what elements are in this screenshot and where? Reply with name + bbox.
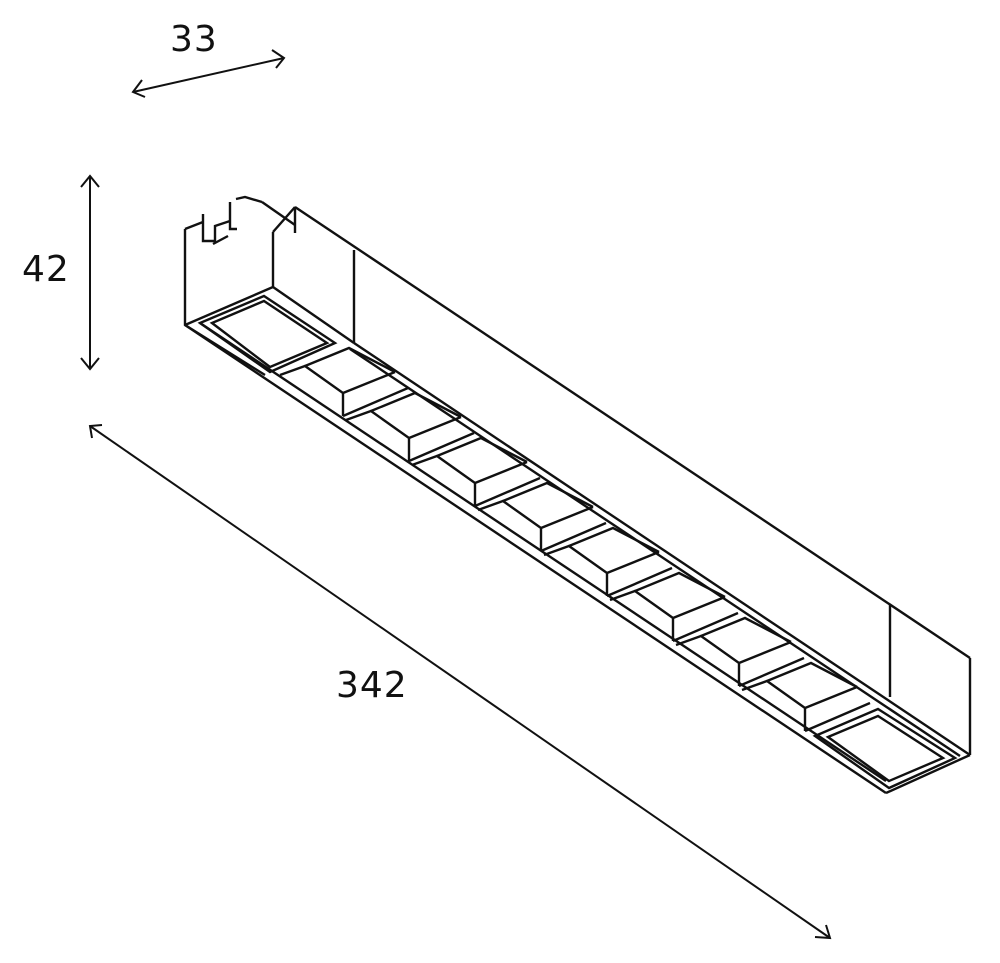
length-dimension-label: 342 [336, 665, 408, 706]
louver [609, 571, 739, 643]
louver [477, 481, 607, 553]
louver [345, 391, 475, 463]
height-dimension-label: 42 [22, 249, 70, 290]
louver [741, 661, 871, 733]
louver [543, 526, 673, 598]
fixture-body [183, 195, 972, 795]
louver [675, 616, 805, 688]
end-window-left [197, 294, 338, 374]
louver [411, 436, 541, 508]
length-dimension-arrow [88, 424, 832, 940]
width-dimension-label: 33 [170, 19, 218, 60]
louver-modules [279, 346, 871, 733]
width-dimension-arrow [131, 49, 286, 98]
end-window-right [812, 707, 958, 790]
louver [279, 346, 409, 418]
height-dimension-arrow [80, 174, 100, 371]
